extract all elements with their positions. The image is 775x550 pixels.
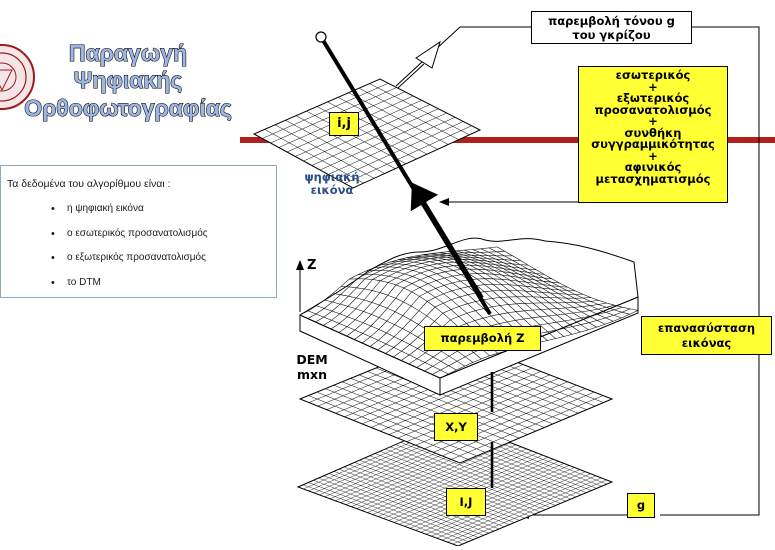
dem-surface	[298, 237, 639, 396]
orientation-line: +	[648, 148, 658, 163]
digital-image-label-2: εικόνα	[311, 183, 354, 197]
xy-label-box: X,Y	[434, 413, 478, 441]
bullet-icon: •	[51, 227, 55, 240]
title-line-1: Παραγωγή	[69, 40, 187, 66]
list-item-text: ο εξωτερικός προσανατολισμός	[67, 252, 206, 263]
hollow-arrow	[372, 40, 441, 112]
IJ-label-box: I,J	[446, 488, 486, 516]
image-resampling-box: επανασύσταση εικόνας	[641, 316, 772, 355]
list-item: • ο εξωτερικός προσανατολισμός	[51, 251, 208, 276]
pixel-ij-label: i,j	[329, 112, 359, 136]
slide-title: Παραγωγή Ψηφιακής Ορθοφωτογραφίας	[24, 39, 233, 121]
orientation-line: εξωτερικός	[616, 91, 690, 105]
algorithm-data-panel: Τα δεδομένα του αλγορίθμου είναι : • η ψη…	[0, 165, 277, 298]
orientation-line: +	[648, 114, 658, 128]
orientation-line: μετασχηματισμός	[595, 171, 711, 186]
gray-interp-line-1: παρεμβολή τόνου g	[548, 14, 675, 28]
list-item-text: το DTM	[67, 276, 101, 288]
projection-ray	[315, 31, 492, 316]
resample-line-1: επανασύσταση	[657, 321, 756, 335]
orientation-line: συνθήκη	[624, 125, 682, 140]
orientation-box: εσωτερικός + εξωτερικός προσανατολισμός …	[578, 66, 728, 203]
list-item: • το DTM	[51, 276, 208, 301]
orientation-line: προσανατολισμός	[594, 102, 712, 117]
orientation-line: αφινικός	[624, 160, 682, 174]
feedback-loop-lines	[395, 26, 760, 519]
resample-line-2: εικόνας	[681, 336, 732, 350]
z-interpolation-box: παρεμβολή Z	[424, 326, 541, 351]
algorithm-data-heading: Τα δεδομένα του αλγορίθμου είναι :	[7, 178, 171, 190]
z-axis-label: Z	[307, 258, 316, 273]
g-value-box: g	[627, 493, 655, 518]
title-line-3: Ορθοφωτογραφίας	[24, 95, 232, 121]
list-item-text: ο εσωτερικός προσανατολισμός	[67, 227, 208, 239]
university-seal-logo	[0, 44, 35, 110]
title-line-2: Ψηφιακής	[74, 67, 183, 93]
orientation-line: +	[648, 79, 658, 94]
digital-image-label-1: ψηφιακή	[304, 170, 359, 184]
bullet-icon: •	[51, 252, 55, 264]
list-item: • η ψηφιακή εικόνα	[51, 202, 208, 227]
algorithm-data-list: • η ψηφιακή εικόνα • ο εσωτερικός προσανατ…	[51, 202, 208, 300]
list-item: • ο εσωτερικός προσανατολισμός	[51, 227, 208, 252]
bullet-icon: •	[51, 276, 55, 289]
bullet-icon: •	[51, 203, 55, 215]
orientation-line: εσωτερικός	[615, 68, 691, 82]
gray-interp-line-2: του γκρίζου	[572, 28, 651, 42]
dem-label-1: DEM	[296, 352, 327, 367]
list-item-text: η ψηφιακή εικόνα	[67, 203, 144, 214]
dem-label-2: mxn	[297, 367, 327, 382]
projection-center-dot	[315, 31, 327, 43]
z-axis: Z	[296, 258, 316, 312]
gray-interpolation-box: παρεμβολή τόνου g του γκρίζου	[531, 11, 692, 44]
digital-image-grid	[252, 78, 482, 189]
accent-bar	[240, 137, 775, 143]
orientation-line: συγγραμμικότητας	[591, 137, 715, 151]
